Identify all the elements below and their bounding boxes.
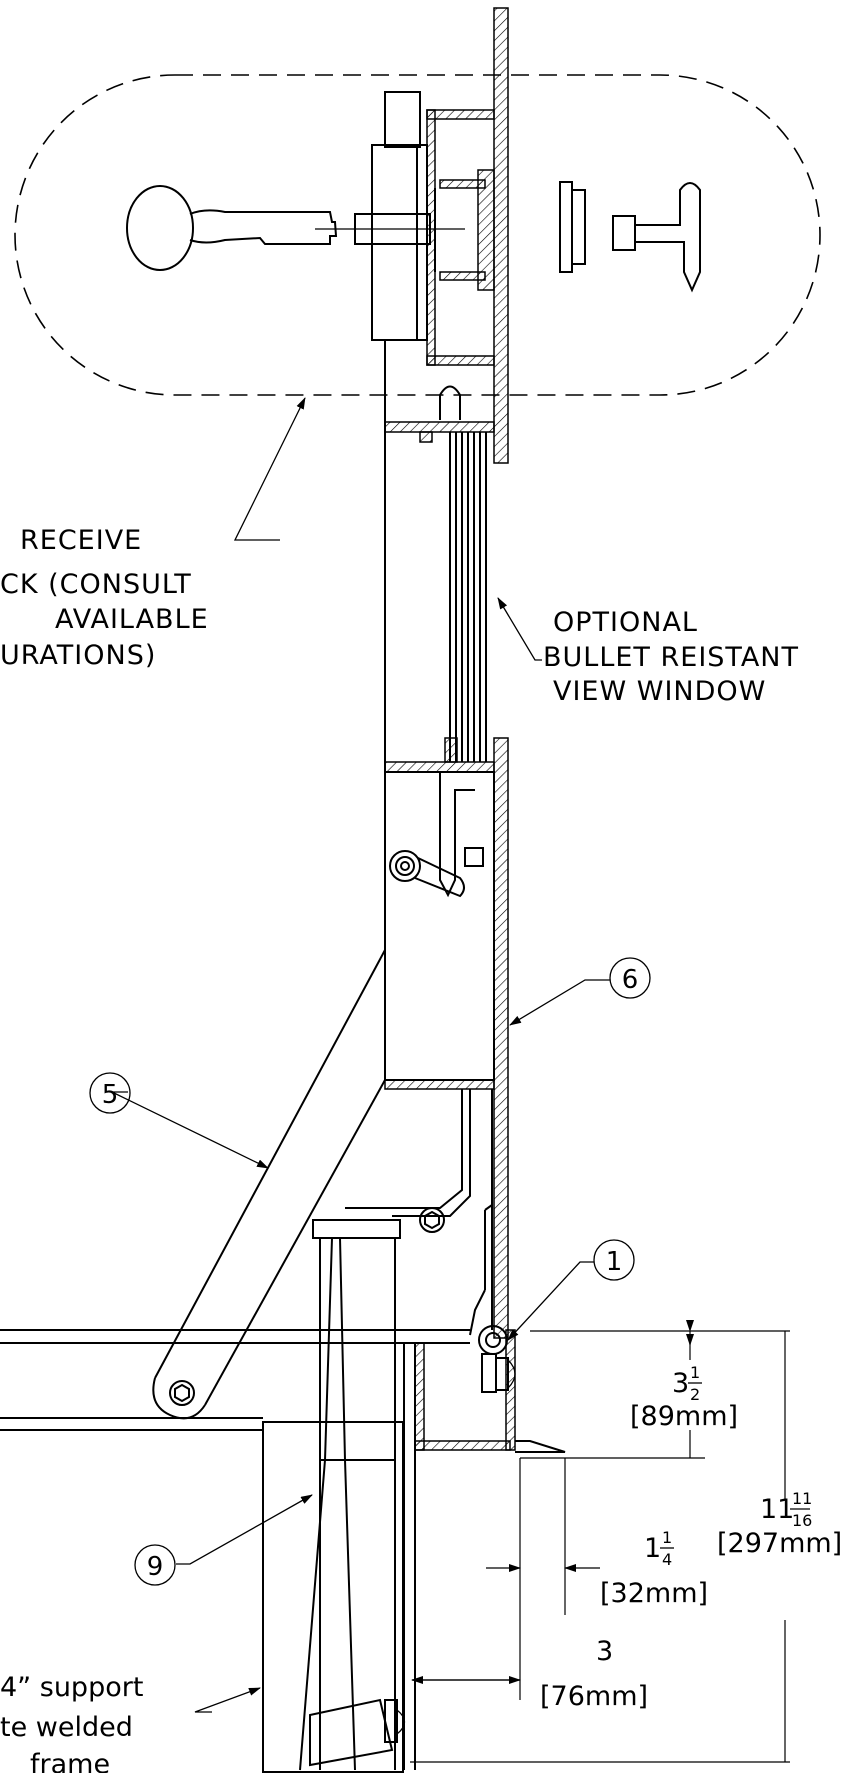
lower-rail [384,761,495,773]
svg-text:[297mm]: [297mm] [717,1528,842,1559]
escutcheon [559,181,586,273]
balloon-6-label: 6 [622,965,639,995]
dimension-1-1-4: 1 1 4 [32mm] [600,1528,708,1609]
support-note: 4” support te welded frame [0,1672,143,1773]
svg-text:11: 11 [760,1494,794,1525]
balloon-1 [593,1239,635,1281]
latch-handle [389,772,484,898]
svg-text:1: 1 [690,1363,700,1382]
svg-text:OPTIONAL: OPTIONAL [553,607,698,638]
balloon-1-label: 1 [606,1247,623,1277]
lock-body-plate [384,91,421,148]
dimension-3: 3 [76mm] [540,1636,648,1712]
support-strut [152,949,386,1420]
svg-text:1: 1 [644,1533,661,1564]
svg-text:CK (CONSULT: CK (CONSULT [0,569,192,600]
upper-channel [426,109,495,366]
svg-text:4: 4 [662,1550,672,1569]
lock-note: RECEIVE CK (CONSULT AVAILABLE URATIONS) [0,525,209,671]
hinge-pin [478,1325,516,1393]
linkage-arm [345,1089,471,1233]
window-note: OPTIONAL BULLET REISTANT VIEW WINDOW [543,607,799,707]
svg-text:2: 2 [690,1385,700,1404]
svg-text:VIEW WINDOW: VIEW WINDOW [553,676,766,707]
dimension-3-1-2: 3 1 2 [89mm] [630,1363,738,1432]
svg-text:3: 3 [596,1636,613,1667]
svg-text:RECEIVE: RECEIVE [20,525,142,556]
svg-text:4” support: 4” support [0,1672,143,1703]
upper-rail [384,421,495,433]
t-handle-key [612,182,701,293]
balloon-9-label: 9 [147,1552,164,1582]
svg-text:[89mm]: [89mm] [630,1401,738,1432]
sill-channel [414,1329,566,1453]
svg-text:3: 3 [672,1368,689,1399]
lock-detail-enclosure [14,74,821,396]
door-face-plate-lower [493,737,509,1339]
svg-text:URATIONS): URATIONS) [0,640,156,671]
lock-body [371,144,428,341]
support-leader [194,1687,261,1713]
door-face-plate-upper [493,7,509,464]
dimension-11-11-16: 11 11 16 [297mm] [717,1489,842,1559]
balloon-5 [89,1072,131,1114]
svg-text:11: 11 [792,1489,812,1508]
svg-text:1: 1 [662,1528,672,1547]
counter-top [0,1329,470,1770]
key-shape [126,185,338,271]
svg-text:AVAILABLE: AVAILABLE [55,604,209,635]
window-glazing [449,432,487,762]
svg-text:[32mm]: [32mm] [600,1578,708,1609]
balloon-6 [609,957,651,999]
dimension-lines [410,1320,790,1763]
balloon-5-label: 5 [102,1080,119,1110]
drop-box [262,1219,406,1773]
svg-text:BULLET REISTANT: BULLET REISTANT [543,642,799,673]
lock-leader [233,397,306,541]
svg-text:frame: frame [30,1749,110,1773]
svg-text:[76mm]: [76mm] [540,1681,648,1712]
svg-text:te welded: te welded [0,1712,133,1743]
bolt-slot [439,385,461,420]
window-leader [497,597,542,661]
balloon-9 [134,1544,176,1586]
svg-text:16: 16 [792,1511,812,1530]
